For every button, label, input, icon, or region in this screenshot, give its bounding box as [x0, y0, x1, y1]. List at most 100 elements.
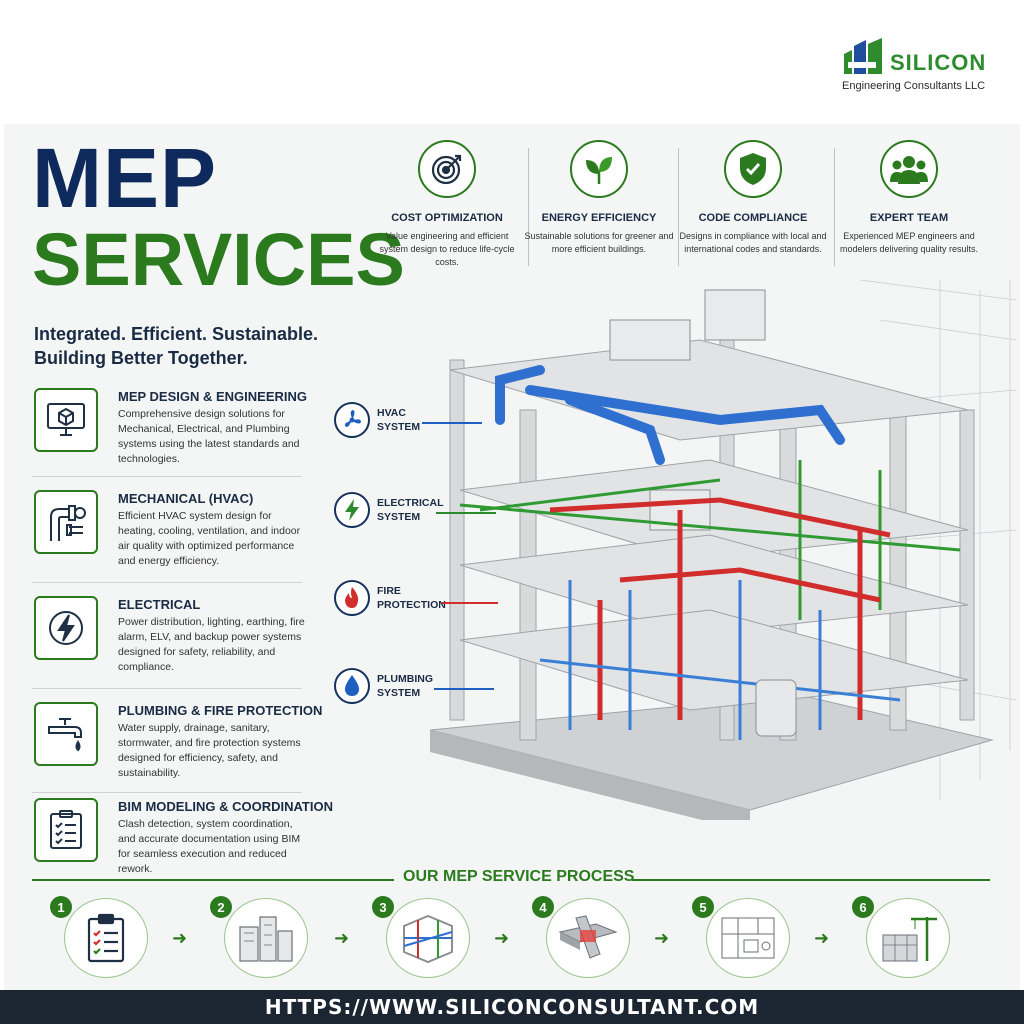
- step-number: 3: [372, 896, 394, 918]
- service-description: Power distribution, lighting, earthing, …: [118, 616, 305, 673]
- lightning-icon: [34, 596, 98, 660]
- divider: [32, 688, 302, 689]
- system-label-line2: PROTECTION: [377, 599, 446, 611]
- service-electrical: ELECTRICAL Power distribution, lighting,…: [32, 596, 305, 696]
- feature-title: COST OPTIMIZATION: [391, 212, 503, 224]
- feature-energy-efficiency: ENERGY EFFICIENCY Sustainable solutions …: [524, 140, 674, 256]
- shield-check-icon: [724, 140, 782, 198]
- system-label-line2: SYSTEM: [377, 511, 421, 523]
- flame-icon: [334, 580, 370, 616]
- process-step-5: 5: [692, 896, 792, 980]
- step-number: 5: [692, 896, 714, 918]
- main-panel: [4, 124, 1020, 990]
- arrow-icon: ➜: [814, 928, 830, 948]
- divider: [32, 792, 302, 793]
- feature-description: Sustainable solutions for greener and mo…: [524, 231, 674, 254]
- water-drop-icon: [334, 668, 370, 704]
- system-label-line2: SYSTEM: [377, 687, 421, 699]
- step-number: 4: [532, 896, 554, 918]
- hero-title-services: SERVICES: [32, 218, 405, 301]
- service-title: ELECTRICAL: [118, 597, 201, 612]
- divider: [528, 148, 529, 266]
- tagline-line-2: Building Better Together.: [34, 348, 248, 368]
- footer-bar: HTTPS://WWW.SILICONCONSULTANT.COM: [0, 990, 1024, 1024]
- feature-title: ENERGY EFFICIENCY: [541, 212, 657, 224]
- company-logo: SILICON Engineering Consultants LLC: [842, 36, 1012, 96]
- clipboard-icon: [64, 898, 148, 978]
- step-number: 1: [50, 896, 72, 918]
- connector-line: [436, 512, 496, 514]
- logo-subtitle: Engineering Consultants LLC: [842, 80, 986, 92]
- process-step-2: 2: [210, 896, 310, 980]
- feature-description: Experienced MEP engineers and modelers d…: [839, 231, 979, 254]
- system-label: PLUMBING SYSTEM: [377, 672, 447, 700]
- construction-crane-icon: [866, 898, 950, 978]
- feature-code-compliance: CODE COMPLIANCE Designs in compliance wi…: [678, 140, 828, 256]
- hero-title-mep: MEP: [32, 131, 218, 225]
- service-title: PLUMBING & FIRE PROTECTION: [118, 703, 323, 718]
- hero-tagline: Integrated. Efficient. Sustainable. Buil…: [34, 322, 318, 370]
- arrow-icon: ➜: [334, 928, 350, 948]
- feature-title: CODE COMPLIANCE: [698, 212, 808, 224]
- system-label-line2: SYSTEM: [377, 421, 421, 433]
- system-label-line1: PLUMBING: [377, 673, 433, 685]
- process-step-1: 1: [50, 896, 150, 980]
- feature-description: Value engineering and efficient system d…: [379, 231, 515, 267]
- monitor-cube-icon: [34, 388, 98, 452]
- blueprint-icon: [706, 898, 790, 978]
- fan-icon: [334, 402, 370, 438]
- bim-model-icon: [386, 898, 470, 978]
- team-icon: [880, 140, 938, 198]
- service-mep-design: MEP DESIGN & ENGINEERING Comprehensive d…: [32, 388, 307, 488]
- service-title: MECHANICAL (HVAC): [118, 491, 254, 506]
- divider: [32, 476, 302, 477]
- system-label: HVAC SYSTEM: [377, 406, 447, 434]
- service-description: Efficient HVAC system design for heating…: [118, 510, 301, 567]
- service-title: MEP DESIGN & ENGINEERING: [118, 389, 308, 404]
- step-number: 6: [852, 896, 874, 918]
- process-step-4: 4: [532, 896, 632, 980]
- arrow-icon: ➜: [172, 928, 188, 948]
- system-label: FIRE PROTECTION: [377, 584, 447, 612]
- service-mechanical-hvac: MECHANICAL (HVAC) Efficient HVAC system …: [32, 490, 302, 590]
- clipboard-checklist-icon: [34, 798, 98, 862]
- clash-detection-icon: [546, 898, 630, 978]
- system-label-line1: HVAC: [377, 407, 406, 419]
- process-divider-right: [632, 879, 990, 881]
- silicon-logo-icon: [844, 38, 882, 74]
- service-description: Comprehensive design solutions for Mecha…: [118, 408, 300, 465]
- process-title: OUR MEP SERVICE PROCESS: [403, 868, 635, 885]
- system-label: ELECTRICAL SYSTEM: [377, 496, 447, 524]
- building-mep-illustration: [429, 280, 1016, 820]
- system-label-line1: FIRE: [377, 585, 401, 597]
- service-bim-modeling: BIM MODELING & COORDINATION Clash detect…: [32, 798, 333, 898]
- feature-expert-team: EXPERT TEAM Experienced MEP engineers an…: [834, 140, 984, 256]
- faucet-icon: [34, 702, 98, 766]
- service-title: BIM MODELING & COORDINATION: [118, 799, 333, 814]
- divider: [32, 582, 302, 583]
- logo-wordmark: SILICON: [890, 50, 987, 75]
- process-divider-left: [32, 879, 394, 881]
- target-icon: [418, 140, 476, 198]
- feature-cost-optimization: COST OPTIMIZATION Value engineering and …: [372, 140, 522, 269]
- pipes-icon: [34, 490, 98, 554]
- service-plumbing-fire: PLUMBING & FIRE PROTECTION Water supply,…: [32, 702, 322, 802]
- system-label-line1: ELECTRICAL: [377, 497, 444, 509]
- arrow-icon: ➜: [494, 928, 510, 948]
- feature-description: Designs in compliance with local and int…: [679, 231, 827, 254]
- bolt-icon: [334, 492, 370, 528]
- connector-line: [442, 602, 498, 604]
- website-link[interactable]: HTTPS://WWW.SILICONCONSULTANT.COM: [264, 995, 760, 1019]
- connector-line: [434, 688, 494, 690]
- step-number: 2: [210, 896, 232, 918]
- feature-title: EXPERT TEAM: [869, 212, 949, 224]
- service-description: Clash detection, system coordination, an…: [118, 818, 301, 875]
- process-step-3: 3: [372, 896, 472, 980]
- service-description: Water supply, drainage, sanitary, stormw…: [118, 722, 301, 779]
- connector-line: [422, 422, 482, 424]
- divider: [678, 148, 679, 266]
- divider: [834, 148, 835, 266]
- leaf-icon: [570, 140, 628, 198]
- tagline-line-1: Integrated. Efficient. Sustainable.: [34, 324, 319, 344]
- buildings-icon: [224, 898, 308, 978]
